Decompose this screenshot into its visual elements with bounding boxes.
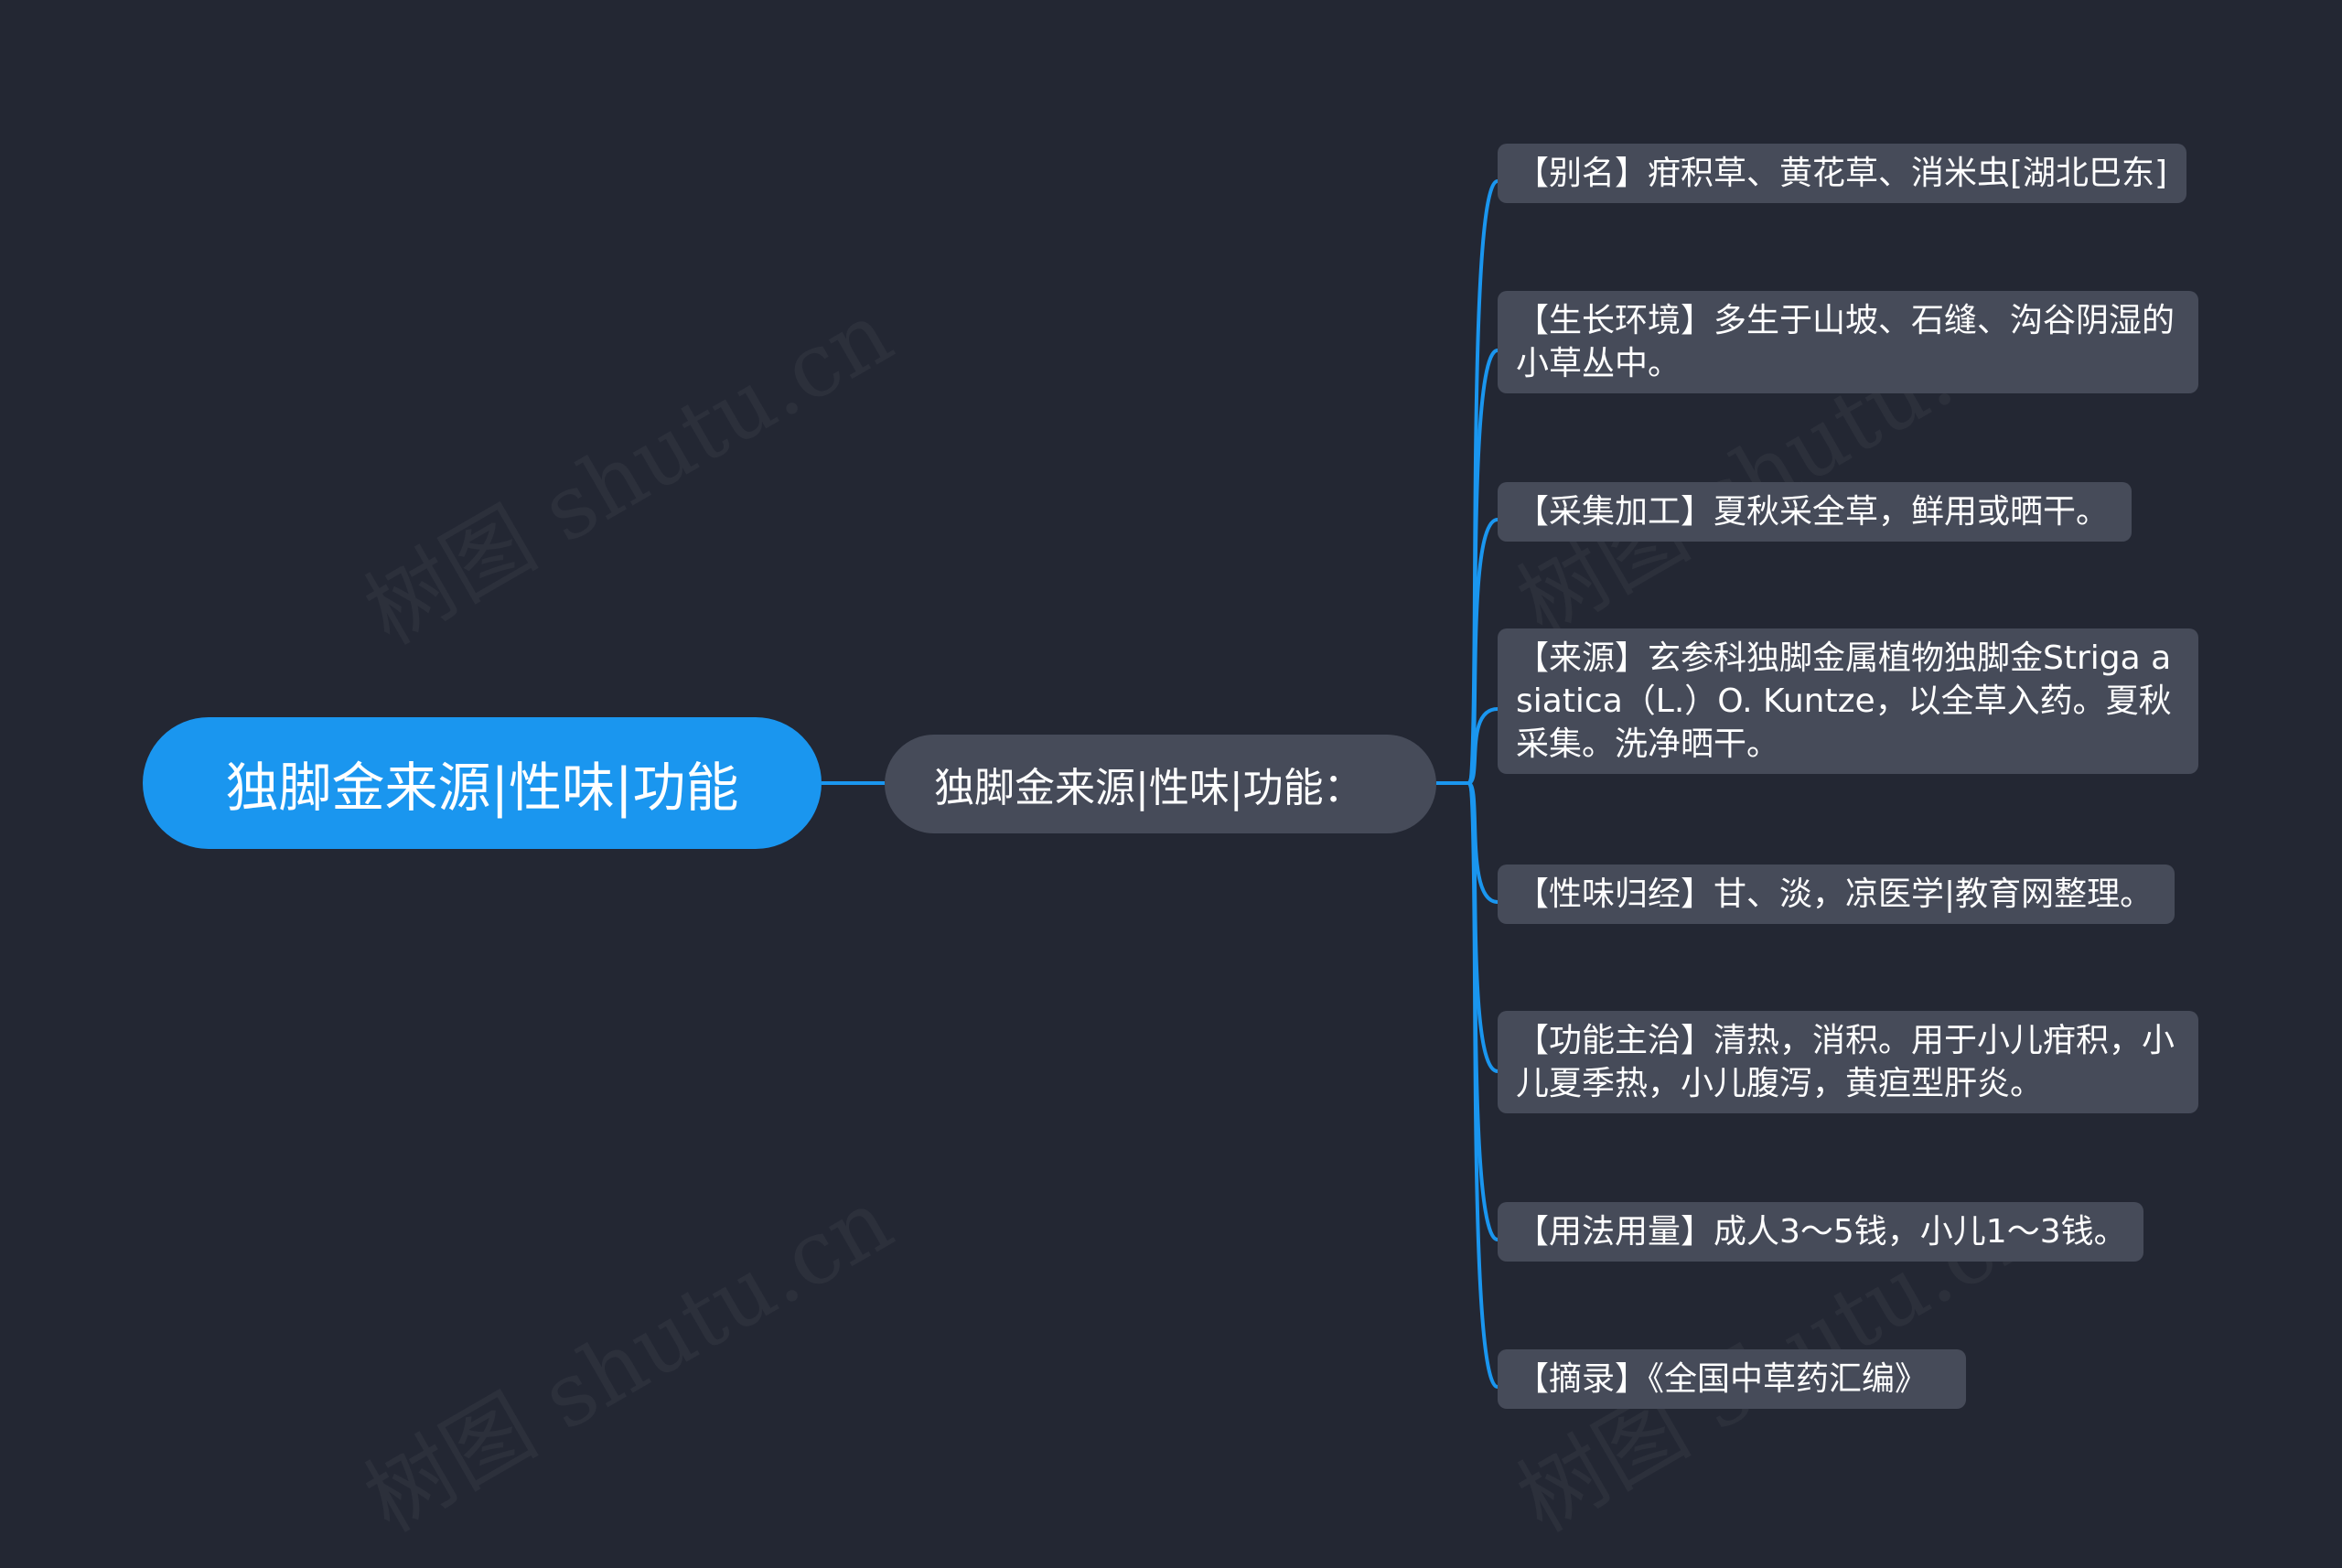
leaf-node-source[interactable]: 【来源】玄参科独脚金属植物独脚金Striga asiatica（L.）O. Ku… [1498,628,2198,774]
root-topic-node[interactable]: 独脚金来源|性味|功能 [143,717,822,849]
leaf-connector [1466,781,1499,1389]
leaf-node-dosage[interactable]: 【用法用量】成人3～5钱，小儿1～3钱。 [1498,1202,2143,1262]
subtopic-node[interactable]: 独脚金来源|性味|功能： [885,735,1436,833]
leaf-node-excerpt[interactable]: 【摘录】《全国中草药汇编》 [1498,1349,1966,1409]
leaf-connector [1467,707,1499,785]
leaf-node-indications[interactable]: 【功能主治】清热，消积。用于小儿疳积，小儿夏季热，小儿腹泻，黄疸型肝炎。 [1498,1011,2198,1113]
leaf-node-alias[interactable]: 【别名】疳积草、黄花草、消米虫[湖北巴东] [1498,144,2186,203]
leaf-node-habitat[interactable]: 【生长环境】多生于山坡、石缝、沟谷阴湿的小草丛中。 [1498,291,2198,393]
leaf-node-nature-flavor[interactable]: 【性味归经】甘、淡，凉医学|教育网整理。 [1498,865,2175,924]
leaf-node-processing[interactable]: 【采集加工】夏秋采全草，鲜用或晒干。 [1498,482,2132,542]
